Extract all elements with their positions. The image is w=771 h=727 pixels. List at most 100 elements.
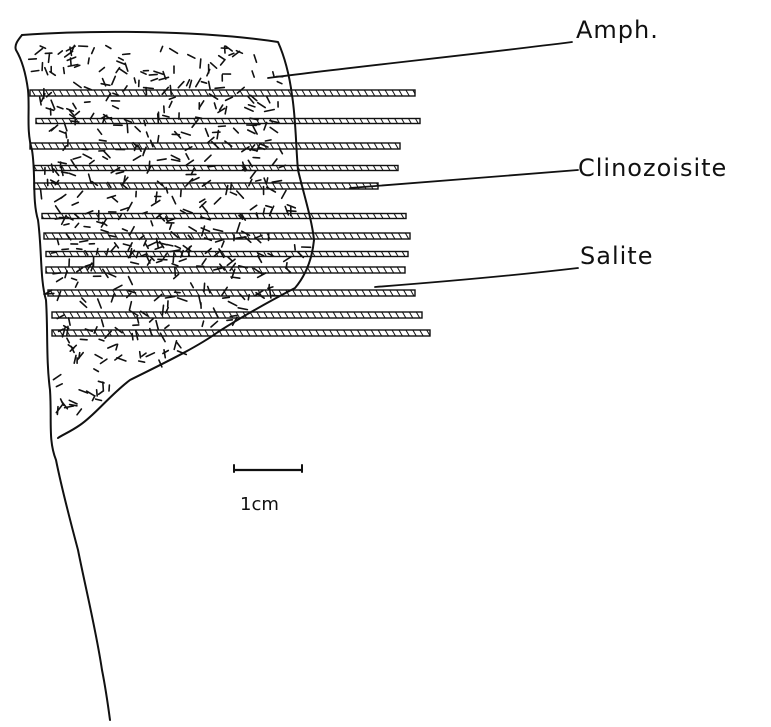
texture-dash <box>179 259 186 262</box>
texture-dash <box>234 128 239 133</box>
texture-dash <box>175 246 180 248</box>
texture-dash <box>270 127 277 132</box>
texture-dash <box>156 321 158 330</box>
texture-dash <box>155 247 163 250</box>
texture-dash <box>181 190 182 196</box>
texture-dash <box>89 174 92 183</box>
texture-dash <box>202 259 206 265</box>
texture-dash <box>125 63 128 71</box>
texture-dash <box>202 321 203 326</box>
texture-dash <box>171 155 179 159</box>
texture-dash <box>186 160 193 165</box>
texture-dash <box>186 154 189 160</box>
texture-dash <box>75 223 78 227</box>
texture-dash <box>57 407 58 415</box>
texture-dash <box>265 110 275 112</box>
texture-dash <box>228 302 236 306</box>
texture-dash <box>129 302 131 311</box>
texture-dash <box>96 399 102 400</box>
texture-dash <box>181 210 186 213</box>
texture-dash <box>211 321 218 327</box>
texture-dash <box>200 199 205 202</box>
texture-dash <box>177 343 181 348</box>
texture-dash <box>158 259 167 260</box>
texture-dash <box>116 68 119 73</box>
texture-dash <box>101 230 108 232</box>
clinozoisite-label: Clinozoisite <box>578 154 727 182</box>
texture-dash <box>75 112 79 115</box>
texture-dash <box>144 88 154 89</box>
texture-dash <box>201 82 206 84</box>
texture-dash <box>74 82 81 87</box>
texture-dash <box>287 211 296 212</box>
texture-dash <box>228 257 233 261</box>
texture-dash <box>58 162 66 164</box>
texture-dash <box>98 129 102 134</box>
texture-dash <box>133 156 140 160</box>
texture-dash <box>53 375 60 380</box>
texture-dash <box>101 359 107 363</box>
texture-dash <box>169 102 172 108</box>
texture-dash <box>57 107 63 109</box>
texture-dash <box>68 345 73 349</box>
texture-dash <box>159 77 168 80</box>
texture-dash <box>73 103 76 108</box>
texture-dash <box>56 206 61 214</box>
texture-dash <box>74 355 76 363</box>
texture-dash <box>251 171 256 178</box>
rock-outline-left <box>15 35 110 720</box>
layer-band <box>30 143 400 149</box>
texture-dash <box>205 155 211 161</box>
texture-dash <box>154 71 163 74</box>
texture-dash <box>92 48 95 54</box>
texture-dash <box>64 68 65 74</box>
texture-dash <box>97 390 98 396</box>
layer-band <box>42 214 406 219</box>
texture-dash <box>277 82 282 84</box>
texture-dash <box>64 123 67 131</box>
texture-dash <box>58 51 62 54</box>
texture-dash <box>250 205 256 210</box>
texture-dash <box>80 339 87 340</box>
texture-dash <box>252 71 254 77</box>
texture-dash <box>245 108 253 112</box>
layer-band <box>46 267 405 273</box>
layer-band <box>36 119 420 124</box>
texture-dash <box>111 197 117 202</box>
texture-dash <box>76 282 78 287</box>
texture-dash <box>178 82 184 88</box>
texture-dash <box>29 59 37 60</box>
texture-dash <box>214 229 223 231</box>
texture-dash <box>94 369 99 372</box>
texture-dash <box>272 159 277 165</box>
texture-dash <box>88 58 89 64</box>
texture-dash <box>189 227 196 231</box>
texture-dash <box>230 192 236 195</box>
texture-dash <box>151 221 153 226</box>
texture-dash <box>78 191 83 197</box>
clinozoisite-leader-line <box>350 170 578 188</box>
texture-dash <box>164 350 165 358</box>
texture-dash <box>265 140 271 141</box>
texture-dash <box>190 80 192 87</box>
texture-dash <box>35 49 42 55</box>
texture-dash <box>90 161 95 164</box>
texture-dash <box>174 341 176 350</box>
texture-dash <box>178 298 187 301</box>
texture-dash <box>46 108 54 110</box>
texture-dash <box>258 103 266 108</box>
texture-dash <box>113 106 119 109</box>
texture-dash <box>73 157 81 159</box>
texture-dash <box>219 126 226 127</box>
texture-dash <box>51 100 55 109</box>
texture-dash <box>249 105 255 107</box>
layer-band <box>52 330 430 336</box>
scale-bar: 1cm <box>234 465 302 515</box>
texture-dash <box>266 206 272 208</box>
texture-dash <box>237 191 244 198</box>
texture-dash <box>61 195 66 199</box>
layer-band <box>44 233 410 239</box>
texture-dash <box>95 355 102 359</box>
salite-label: Salite <box>580 242 653 270</box>
texture-dash <box>209 81 211 89</box>
